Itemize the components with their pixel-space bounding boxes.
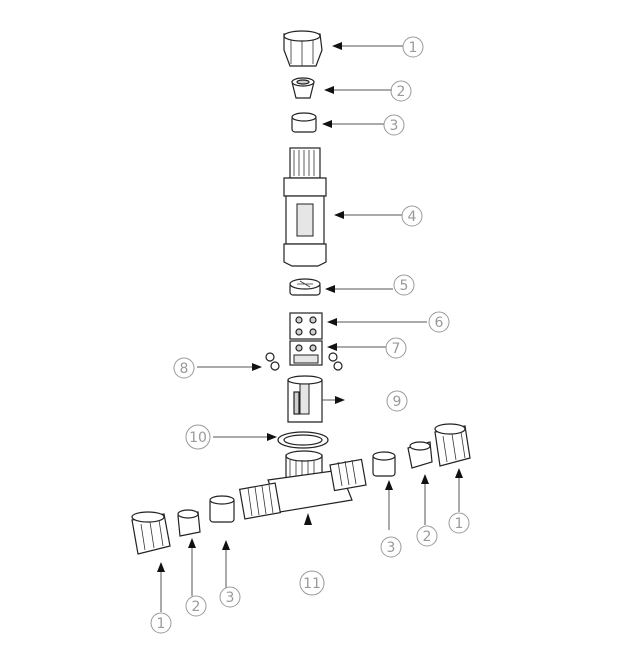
callout-label: 2 — [423, 529, 432, 545]
callout-badge: 5 — [393, 274, 415, 296]
callout-leader-block-top — [327, 318, 427, 326]
callout-label: 11 — [303, 576, 321, 592]
gasket-ring — [277, 431, 329, 449]
callout-badge: 1 — [448, 512, 470, 534]
top-compression-nut — [283, 30, 323, 67]
cap-disc — [289, 278, 321, 296]
callout-leader-block-bottom — [327, 343, 386, 351]
flow-housing — [283, 147, 327, 267]
callout-label: 5 — [400, 278, 409, 294]
callout-leader-tee — [304, 513, 312, 525]
callout-label: 2 — [192, 599, 201, 615]
callout-badge: 2 — [416, 525, 438, 547]
callout-leader-orings — [197, 363, 262, 371]
callout-label: 10 — [189, 430, 207, 446]
sleeve — [287, 375, 323, 423]
callout-badge: 1 — [150, 612, 172, 634]
callout-leader-ring-right — [385, 480, 393, 530]
callout-leader-ferrule-left — [188, 538, 196, 596]
left-ring — [209, 495, 235, 523]
callout-leader-cap-disc — [325, 285, 393, 293]
lower-block — [289, 340, 323, 366]
callout-badge: 2 — [185, 595, 207, 617]
callout-leader-gasket — [213, 433, 277, 441]
o-rings — [265, 352, 343, 371]
callout-leader-ring-top — [322, 120, 384, 128]
upper-block — [289, 312, 323, 340]
callout-badge: 3 — [380, 536, 402, 558]
callout-label: 3 — [390, 118, 399, 134]
top-ring — [291, 112, 317, 133]
callout-leader-ring-left — [222, 540, 230, 588]
top-ferrule — [291, 77, 315, 99]
callout-badge: 2 — [390, 80, 412, 102]
callout-badge: 9 — [386, 390, 408, 412]
left-ferrule — [177, 509, 201, 537]
callout-badge: 1 — [402, 36, 424, 58]
left-compression-nut — [131, 511, 171, 555]
callout-badge: 8 — [173, 357, 195, 379]
right-ferrule — [407, 441, 433, 469]
callout-label: 3 — [387, 540, 396, 556]
callout-leader-nut-top — [332, 42, 403, 50]
callout-badge: 3 — [219, 586, 241, 608]
callout-label: 3 — [226, 590, 235, 606]
callout-badge: 6 — [428, 311, 450, 333]
callout-badge: 10 — [185, 424, 211, 450]
callout-leader-ferrule-top — [324, 86, 392, 94]
callout-label: 8 — [180, 361, 189, 377]
callout-leader-ferrule-right — [421, 474, 429, 525]
callout-label: 4 — [408, 209, 417, 225]
callout-label: 7 — [392, 341, 401, 357]
callout-leader-sleeve — [322, 396, 345, 404]
callout-label: 1 — [409, 40, 418, 56]
callout-label: 1 — [455, 516, 464, 532]
callout-badge: 4 — [401, 205, 423, 227]
right-compression-nut — [434, 423, 471, 467]
callout-label: 6 — [435, 315, 444, 331]
callout-leader-nut-left — [157, 562, 165, 612]
callout-label: 9 — [393, 394, 402, 410]
callout-label: 1 — [157, 616, 166, 632]
callout-badge: 11 — [299, 570, 325, 596]
callout-label: 2 — [397, 84, 406, 100]
callout-badge: 3 — [383, 114, 405, 136]
tee-body — [238, 450, 367, 520]
callout-leader-nut-right — [455, 468, 463, 512]
right-ring — [372, 451, 396, 477]
callout-badge: 7 — [385, 337, 407, 359]
callout-leader-housing — [334, 211, 402, 219]
